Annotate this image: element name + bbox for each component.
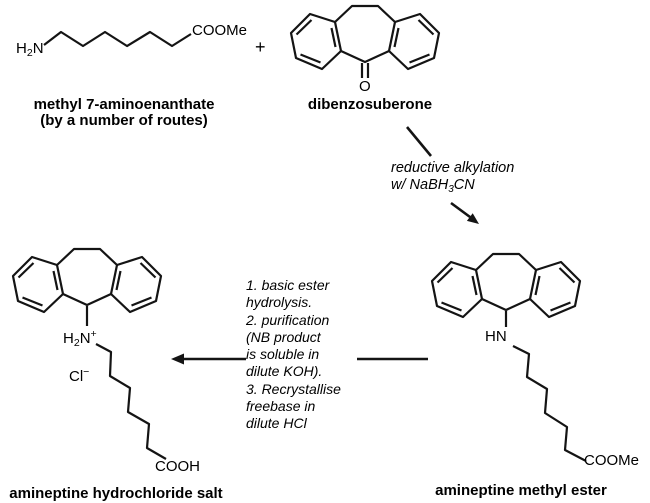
- condition-line: freebase in: [246, 398, 316, 415]
- condition-line: w/ NaBH3CN: [391, 177, 514, 199]
- condition-line: hydrolysis.: [246, 294, 313, 311]
- condition-text: CN: [453, 176, 475, 193]
- atom-h: H: [63, 330, 74, 347]
- tricyclic-skeleton: [289, 4, 441, 71]
- caption-line: methyl 7-aminoenanthate: [33, 96, 215, 113]
- condition-text: w/ NaBH: [391, 176, 449, 193]
- alkyl-chain-bond: [512, 345, 587, 462]
- positive-charge: +: [90, 328, 97, 340]
- negative-charge: −: [83, 366, 90, 378]
- product-caption: amineptine hydrochloride salt: [9, 485, 223, 502]
- condition-text: reductive alkylation: [391, 160, 515, 176]
- atom-cl: Cl: [69, 368, 84, 385]
- amine-group-label: H2N: [16, 41, 44, 58]
- step2-arrow: [171, 353, 428, 365]
- alkyl-chain-bond: [95, 343, 167, 460]
- secondary-amine-label: HN: [485, 328, 507, 345]
- reactant2-caption: dibenzosuberone: [307, 96, 433, 113]
- condition-line: (NB product: [246, 328, 321, 345]
- condition-line: is soluble in: [246, 346, 320, 363]
- condition-line: dilute HCl: [246, 415, 307, 432]
- condition-line: 1. basic ester: [246, 277, 330, 293]
- step1-arrow: [405, 126, 479, 224]
- arrowhead-icon: [466, 213, 479, 224]
- product-structure: [11, 247, 167, 460]
- reactant1-structure: [43, 30, 192, 48]
- arrow-shaft-upper: [405, 126, 433, 157]
- atom-n: N: [32, 40, 44, 57]
- intermediate-caption: amineptine methyl ester: [435, 482, 607, 499]
- condition-sub: 3: [448, 183, 454, 195]
- step2-conditions: 1. basic ester hydrolysis. 2. purificati…: [246, 277, 341, 433]
- condition-line: reductive alkylation: [391, 160, 514, 177]
- tricyclic-skeleton: [11, 247, 163, 314]
- carbonyl-double-bond: [360, 63, 370, 78]
- atom-sub: 2: [73, 337, 80, 349]
- dibenzosuberone-structure: [289, 4, 441, 78]
- atom-h: H: [16, 40, 27, 57]
- intermediate-structure: [430, 252, 587, 462]
- ester-group-label: COOMe: [584, 452, 640, 469]
- condition-line: dilute KOH).: [246, 363, 323, 380]
- step1-conditions: reductive alkylation w/ NaBH3CN: [391, 160, 514, 198]
- alkyl-chain-bond: [43, 30, 192, 48]
- plus-sign: +: [255, 37, 266, 57]
- ammonium-group-label: H2N+: [63, 328, 97, 349]
- ester-group-label: COOMe: [192, 22, 248, 39]
- condition-line: 2. purification: [246, 311, 330, 328]
- reactant1-caption: methyl 7-aminoenanthate (by a number of …: [14, 97, 234, 128]
- arrow-shaft-lower: [450, 201, 471, 219]
- atom-sub: 2: [26, 47, 33, 59]
- caption-line: (by a number of routes): [40, 111, 208, 129]
- condition-line: 3. Recrystallise: [246, 380, 341, 397]
- ketone-oxygen-label: O: [359, 78, 371, 95]
- carboxylic-acid-label: COOH: [155, 458, 200, 475]
- chloride-counterion-label: Cl−: [69, 367, 89, 384]
- arrowhead-icon: [171, 353, 184, 365]
- tricyclic-skeleton: [430, 252, 582, 319]
- atom-n: N: [79, 330, 91, 347]
